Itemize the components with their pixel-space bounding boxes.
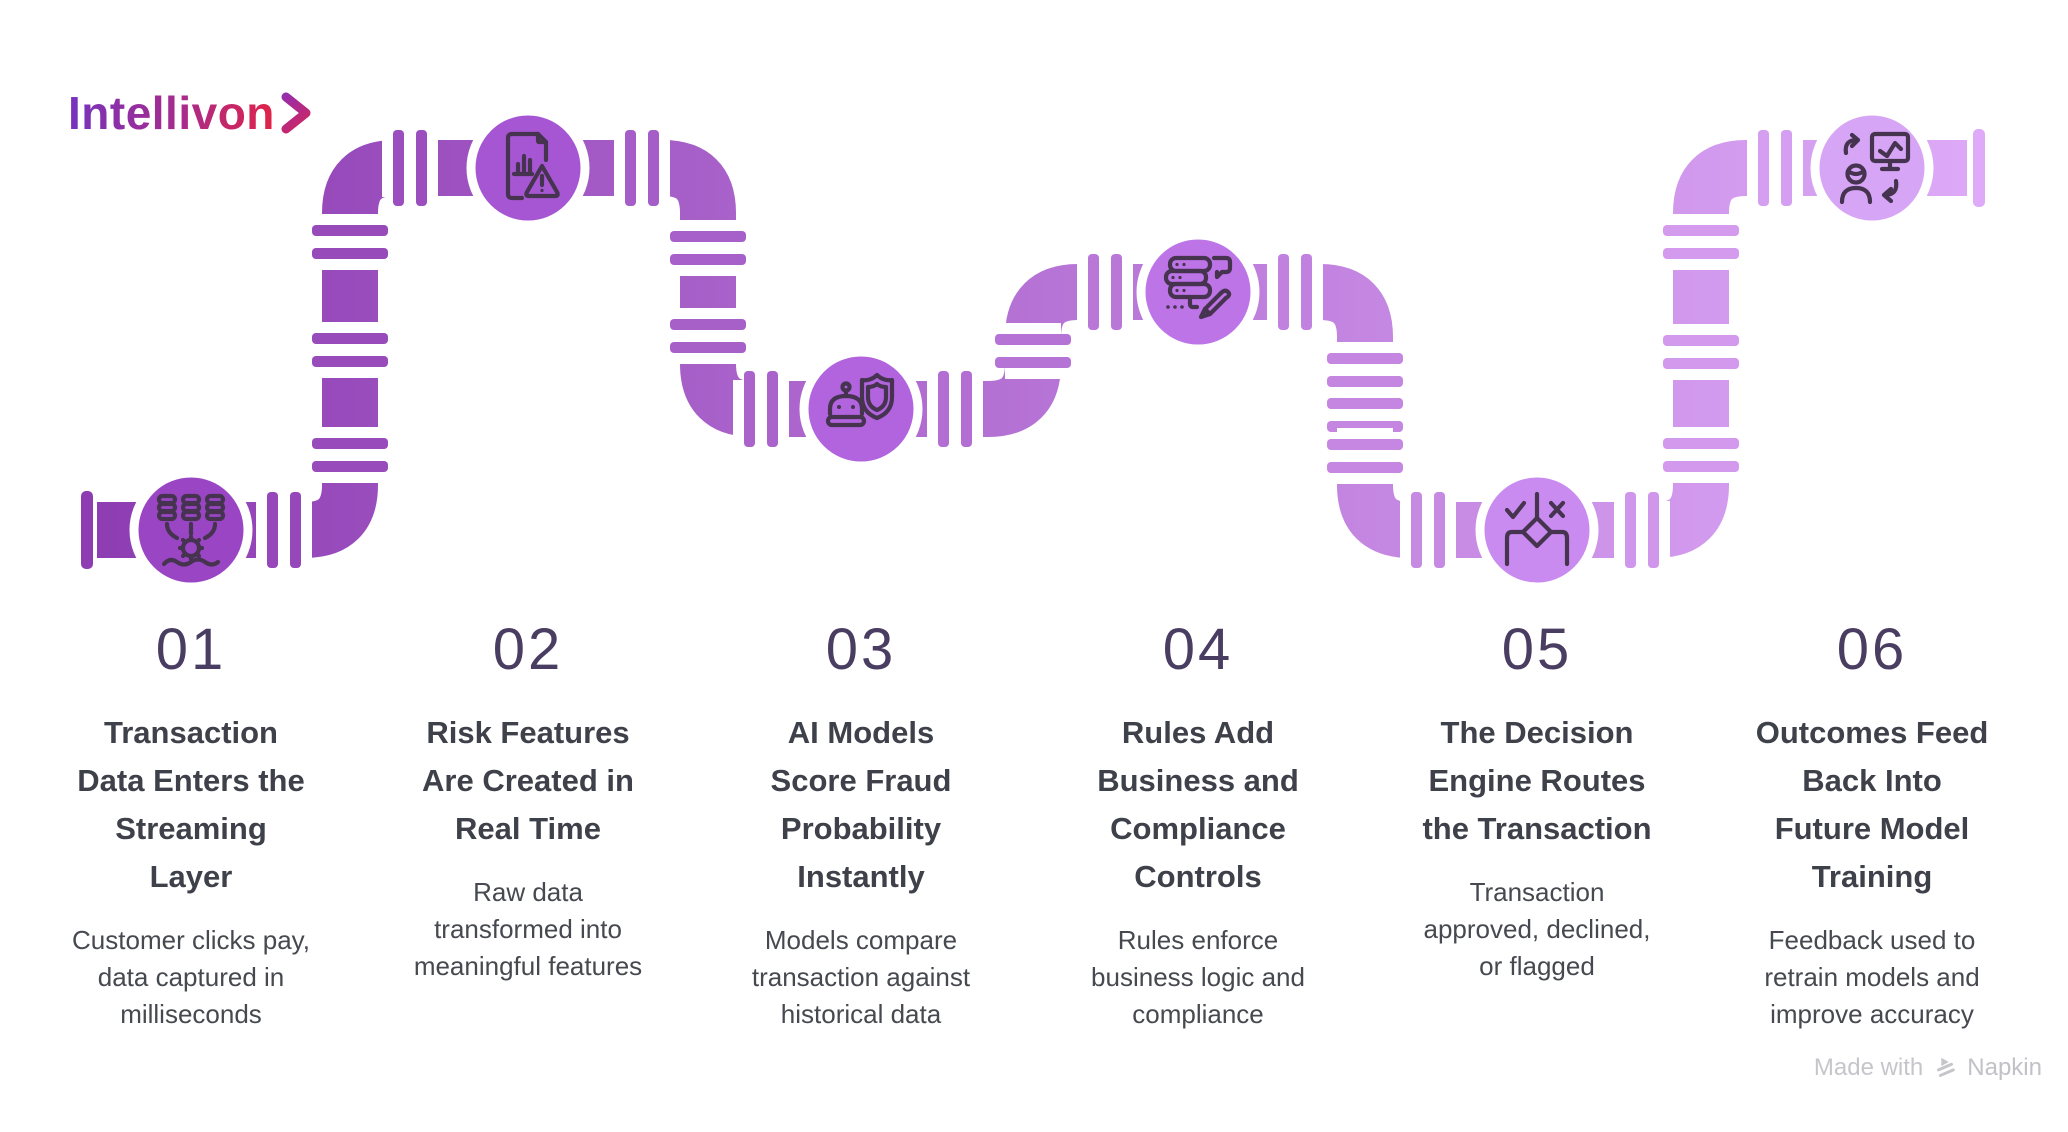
step-column-6: 06 Outcomes Feed Back Into Future Model …	[1705, 616, 2039, 1033]
napkin-brand-label: Napkin	[1967, 1054, 2042, 1081]
pipe-endcap-right	[1973, 129, 1985, 207]
step-number: 06	[1836, 617, 1908, 682]
step-description: Raw data transformed into meaningful fea…	[413, 877, 643, 981]
step-number: 01	[155, 617, 227, 682]
made-with-label: Made with	[1813, 1054, 1924, 1081]
step-title: The Decision Engine Routes the Transacti…	[1422, 715, 1652, 846]
brand-logo: Intellivon	[68, 86, 313, 140]
ai-shield-icon	[825, 372, 895, 428]
streaming-data-icon	[156, 493, 226, 567]
step-description: Rules enforce business logic and complia…	[1091, 925, 1305, 1029]
step-title: AI Models Score Fraud Probability Instan…	[770, 715, 952, 894]
step-number: 03	[825, 617, 897, 682]
step-column-1: 01 Transaction Data Enters the Streaming…	[24, 616, 358, 1033]
napkin-logo-icon	[1937, 1057, 1956, 1077]
made-with-napkin: Made with Napkin	[1814, 1054, 2042, 1082]
pipe-couplings	[256, 130, 1803, 568]
pipeline-graphic	[81, 106, 1985, 592]
step-title: Risk Features Are Created in Real Time	[422, 715, 634, 846]
brand-chevron-icon	[281, 92, 311, 134]
step-description: Models compare transaction against histo…	[751, 925, 971, 1029]
step-column-4: 04 Rules Add Business and Compliance Con…	[1031, 616, 1365, 1033]
step-number: 02	[492, 617, 564, 682]
rules-server-icon	[1163, 255, 1233, 320]
step-number: 04	[1162, 617, 1234, 682]
decision-routing-icon	[1504, 491, 1570, 567]
pipe-endcap-left	[81, 491, 93, 569]
node-circle-5	[1475, 468, 1599, 592]
step-description: Feedback used to retrain models and impr…	[1764, 925, 1980, 1029]
step-column-3: 03 AI Models Score Fraud Probability Ins…	[694, 616, 1028, 1033]
step-title: Transaction Data Enters the Streaming La…	[77, 715, 305, 894]
step-description: Customer clicks pay, data captured in mi…	[72, 925, 310, 1029]
step-description: Transaction approved, declined, or flagg…	[1423, 877, 1651, 981]
node-circle-4	[1136, 230, 1260, 354]
node-circle-6	[1810, 106, 1934, 230]
step-title: Outcomes Feed Back Into Future Model Tra…	[1755, 715, 1989, 894]
step-column-2: 02 Risk Features Are Created in Real Tim…	[361, 616, 695, 985]
step-column-5: 05 The Decision Engine Routes the Transa…	[1370, 616, 1704, 985]
feedback-loop-icon	[1839, 131, 1911, 205]
step-number: 05	[1501, 617, 1573, 682]
brand-logo-text: Intellivon	[68, 87, 275, 139]
step-title: Rules Add Business and Compliance Contro…	[1097, 715, 1299, 894]
risk-report-icon	[505, 131, 560, 201]
